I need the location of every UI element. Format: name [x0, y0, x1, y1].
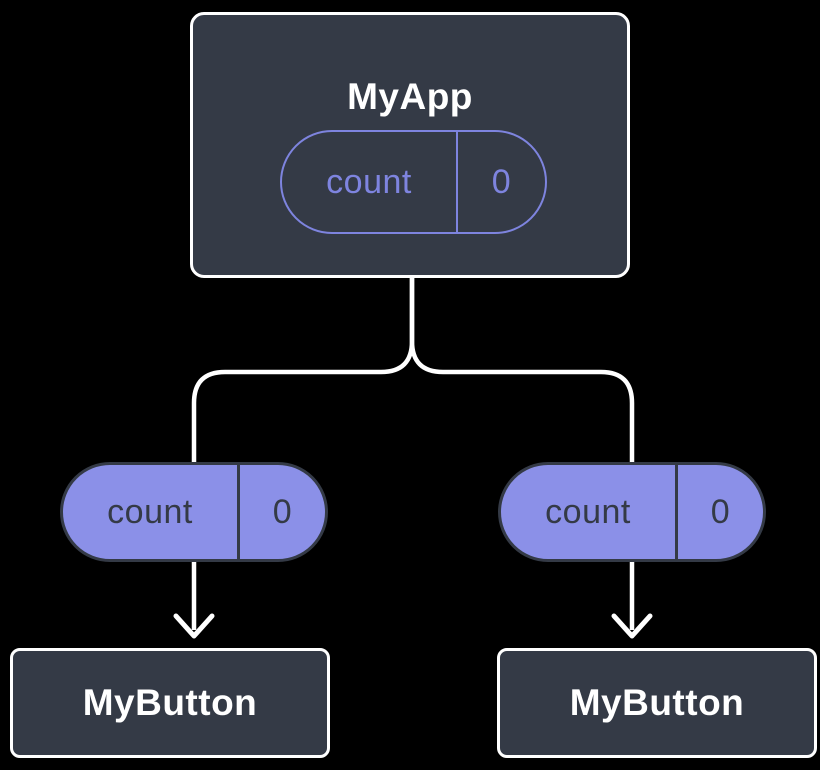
component-node-mybutton-right: MyButton: [497, 648, 817, 758]
branch-line-left: [191, 276, 415, 466]
prop-pill-right-value: 0: [675, 465, 763, 559]
component-title-mybutton-left: MyButton: [82, 682, 258, 723]
prop-pill-left: count 0: [60, 462, 328, 562]
prop-pill-right-label: count: [545, 492, 631, 531]
arrow-down-left-icon: [173, 560, 215, 639]
state-pill-value: 0: [456, 132, 545, 232]
arrow-down-right-icon: [611, 560, 653, 639]
state-pill-label: count: [326, 162, 412, 201]
component-node-mybutton-left: MyButton: [10, 648, 330, 758]
component-node-myapp: MyApp count 0: [190, 12, 630, 278]
branch-line-right: [409, 276, 635, 466]
prop-pill-left-value: 0: [237, 465, 325, 559]
component-title-mybutton-right: MyButton: [569, 682, 745, 723]
state-pill: count 0: [280, 130, 547, 234]
prop-pill-left-label: count: [107, 492, 193, 531]
component-title-myapp: MyApp: [347, 76, 473, 117]
prop-pill-right: count 0: [498, 462, 766, 562]
